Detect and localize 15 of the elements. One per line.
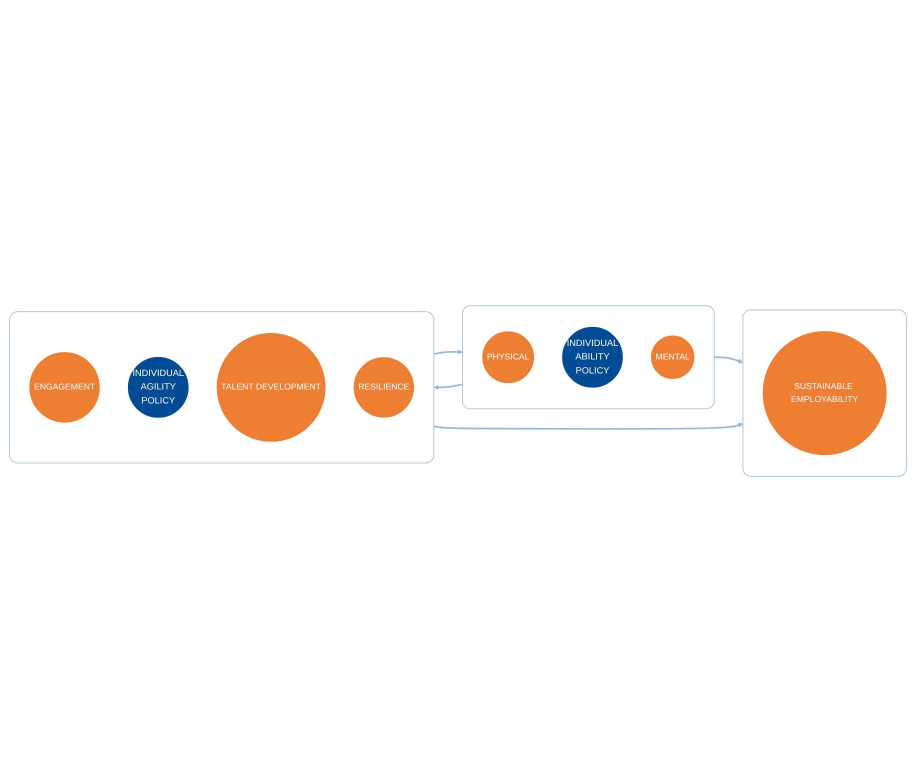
arrow	[434, 349, 463, 355]
arrow	[714, 356, 744, 364]
node-circle: INDIVIDUAL AGILITY POLICY	[128, 357, 189, 418]
node-circle: MENTAL	[650, 336, 694, 379]
node-circle: PHYSICAL	[482, 331, 534, 384]
cluster	[462, 305, 715, 410]
node-circle: SUSTAINABLE EMPLOYABILITY	[762, 331, 887, 456]
node-circle: TALENT DEVELOPMENT	[216, 332, 326, 442]
arrow	[434, 422, 744, 430]
arrow	[434, 383, 463, 390]
cluster	[742, 309, 907, 477]
node-circle: RESILIENCE	[354, 357, 414, 418]
node-circle: INDIVIDUAL ABILITY POLICY	[562, 326, 623, 388]
cluster	[9, 311, 434, 464]
node-circle: ENGAGEMENT	[29, 352, 100, 423]
